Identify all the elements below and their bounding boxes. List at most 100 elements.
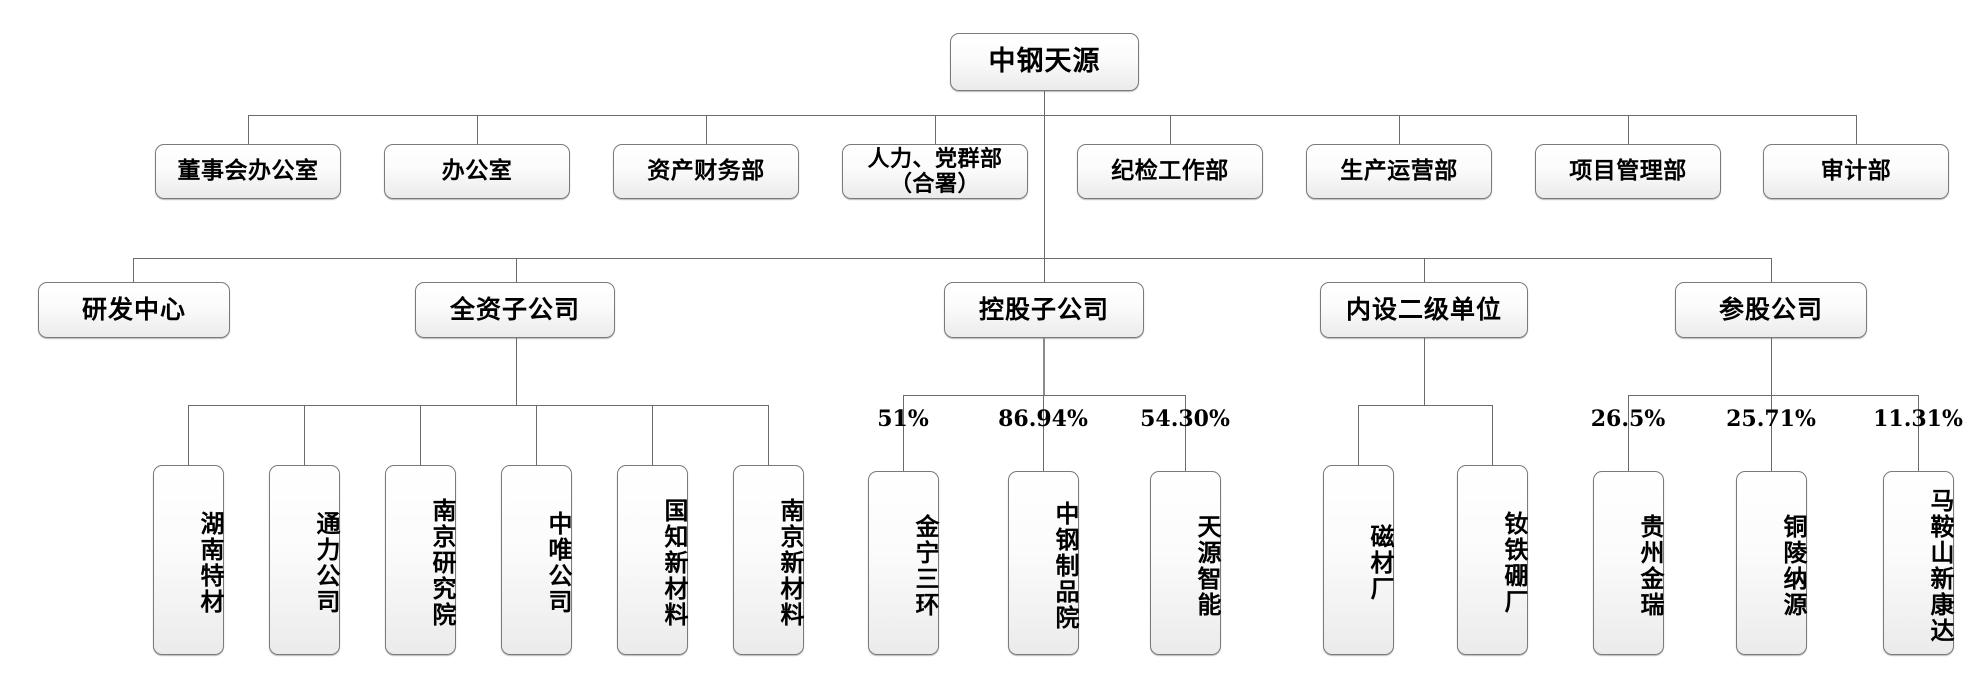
connector-dept-stem-7 <box>1628 115 1629 144</box>
connector-wholly-owned-drop-6 <box>768 405 769 465</box>
percent-value: 54.30% <box>1140 406 1230 432</box>
node-label: 内设二级单位 <box>1345 294 1502 324</box>
node-wholly-owned-zhongwei[interactable]: 中唯公司 <box>501 465 573 655</box>
node-equity-tongling-nayuan[interactable]: 铜陵纳源 <box>1736 471 1808 655</box>
percent-label-holding-3: 54.30% <box>1125 406 1245 432</box>
node-label: 通力公司 <box>312 511 341 615</box>
node-wholly-owned-nanjing-newmaterial[interactable]: 南京新材料 <box>733 465 805 655</box>
node-label: 磁材厂 <box>1366 524 1395 602</box>
connector-department-bus <box>248 115 1856 116</box>
node-label: 金宁三环 <box>911 514 940 618</box>
node-label-second-line: （合署） <box>889 170 980 197</box>
node-internal-ndfeb-plant[interactable]: 钕铁硼厂 <box>1457 465 1529 655</box>
node-wholly-owned-tongli[interactable]: 通力公司 <box>269 465 341 655</box>
node-label: 控股子公司 <box>978 294 1109 324</box>
node-department-production-operations[interactable]: 生产运营部 <box>1306 144 1492 199</box>
node-department-asset-finance[interactable]: 资产财务部 <box>613 144 799 199</box>
node-root-company[interactable]: 中钢天源 <box>950 33 1139 91</box>
connector-internal-stem <box>1424 338 1425 405</box>
connector-dept-stem-5 <box>1170 115 1171 144</box>
node-label: 天源智能 <box>1193 514 1222 618</box>
connector-wholly-owned-drop-2 <box>304 405 305 465</box>
node-label: 中唯公司 <box>544 511 573 615</box>
node-department-audit[interactable]: 审计部 <box>1763 144 1949 199</box>
node-category-holding[interactable]: 控股子公司 <box>944 282 1144 338</box>
node-label: 马鞍山新康达 <box>1926 488 1955 644</box>
percent-label-equity-1: 26.5% <box>1568 406 1688 432</box>
connector-root-stem <box>1044 91 1045 115</box>
connector-holding-stem <box>1043 338 1045 395</box>
connector-internal-drop-2 <box>1492 405 1493 465</box>
node-department-project-management[interactable]: 项目管理部 <box>1535 144 1721 199</box>
connector-wholly-owned-drop-1 <box>188 405 189 465</box>
connector-equity-drop-2 <box>1771 395 1772 471</box>
node-holding-zhonggang-zhipinyuan[interactable]: 中钢制品院 <box>1008 471 1080 655</box>
node-category-wholly-owned[interactable]: 全资子公司 <box>415 282 615 338</box>
percent-value: 26.5% <box>1590 406 1666 432</box>
node-department-discipline-inspection[interactable]: 纪检工作部 <box>1077 144 1263 199</box>
connector-category-stem-4 <box>1424 258 1425 282</box>
connector-wholly-owned-drop-3 <box>420 405 421 465</box>
percent-value: 11.31% <box>1873 406 1963 432</box>
connector-holding-bus <box>903 395 1185 396</box>
node-label: 国知新材料 <box>660 498 689 628</box>
node-wholly-owned-hunan-tecai[interactable]: 湖南特材 <box>153 465 225 655</box>
connector-wholly-owned-drop-4 <box>536 405 537 465</box>
connector-dept-stem-3 <box>706 115 707 144</box>
connector-holding-drop-2 <box>1043 395 1044 471</box>
node-internal-magnetic-plant[interactable]: 磁材厂 <box>1323 465 1395 655</box>
connector-dept-stem-4 <box>935 115 936 144</box>
node-label: 钕铁硼厂 <box>1500 511 1529 615</box>
node-label: 人力、党群部 <box>867 145 1003 172</box>
connector-category-stem-1 <box>133 258 134 282</box>
node-holding-jinning-sanhuan[interactable]: 金宁三环 <box>868 471 940 655</box>
node-wholly-owned-nanjing-research[interactable]: 南京研究院 <box>385 465 457 655</box>
node-category-equity-participation[interactable]: 参股公司 <box>1675 282 1867 338</box>
node-label: 湖南特材 <box>196 511 225 615</box>
node-department-hr-party[interactable]: 人力、党群部 （合署） <box>842 144 1028 199</box>
node-label: 中钢天源 <box>988 45 1101 77</box>
percent-value: 51% <box>877 406 929 432</box>
node-category-rd-center[interactable]: 研发中心 <box>38 282 230 338</box>
connector-category-stem-2 <box>516 258 517 282</box>
connector-equity-drop-3 <box>1918 395 1919 471</box>
connector-wholly-owned-bus <box>188 405 768 406</box>
connector-holding-drop-1 <box>903 395 904 471</box>
connector-category-bus <box>133 258 1771 259</box>
node-label: 研发中心 <box>81 294 186 324</box>
percent-label-holding-2: 86.94% <box>983 406 1103 432</box>
percent-label-holding-1: 51% <box>853 406 953 432</box>
percent-value: 25.71% <box>1726 406 1816 432</box>
connector-dept-stem-6 <box>1399 115 1400 144</box>
node-label: 中钢制品院 <box>1051 501 1080 631</box>
percent-value: 86.94% <box>998 406 1088 432</box>
node-wholly-owned-guozhi-newmaterial[interactable]: 国知新材料 <box>617 465 689 655</box>
node-department-general-office[interactable]: 办公室 <box>384 144 570 199</box>
connector-holding-drop-3 <box>1185 395 1186 471</box>
connector-wholly-owned-stem <box>516 338 517 405</box>
connector-root-to-category <box>1044 115 1045 258</box>
connector-wholly-owned-drop-5 <box>652 405 653 465</box>
node-equity-maanshan-xinkangda[interactable]: 马鞍山新康达 <box>1883 471 1955 655</box>
node-label: 审计部 <box>1820 157 1892 185</box>
node-label: 全资子公司 <box>449 294 580 324</box>
node-label: 资产财务部 <box>647 157 765 185</box>
node-department-board-office[interactable]: 董事会办公室 <box>155 144 341 199</box>
percent-label-equity-3: 11.31% <box>1853 406 1968 432</box>
connector-equity-stem <box>1771 338 1772 395</box>
node-label: 董事会办公室 <box>177 157 319 185</box>
connector-dept-stem-8 <box>1856 115 1857 144</box>
node-category-internal-units[interactable]: 内设二级单位 <box>1320 282 1528 338</box>
node-label: 贵州金瑞 <box>1636 514 1665 618</box>
node-holding-tianyuan-zhineng[interactable]: 天源智能 <box>1150 471 1222 655</box>
node-label: 生产运营部 <box>1340 157 1458 185</box>
connector-internal-drop-1 <box>1358 405 1359 465</box>
node-label: 南京研究院 <box>428 498 457 628</box>
connector-internal-bus <box>1358 405 1492 406</box>
node-equity-guizhou-jinrui[interactable]: 贵州金瑞 <box>1593 471 1665 655</box>
node-label: 铜陵纳源 <box>1779 514 1808 618</box>
percent-label-equity-2: 25.71% <box>1706 406 1836 432</box>
connector-equity-drop-1 <box>1628 395 1629 471</box>
connector-dept-stem-1 <box>248 115 249 144</box>
